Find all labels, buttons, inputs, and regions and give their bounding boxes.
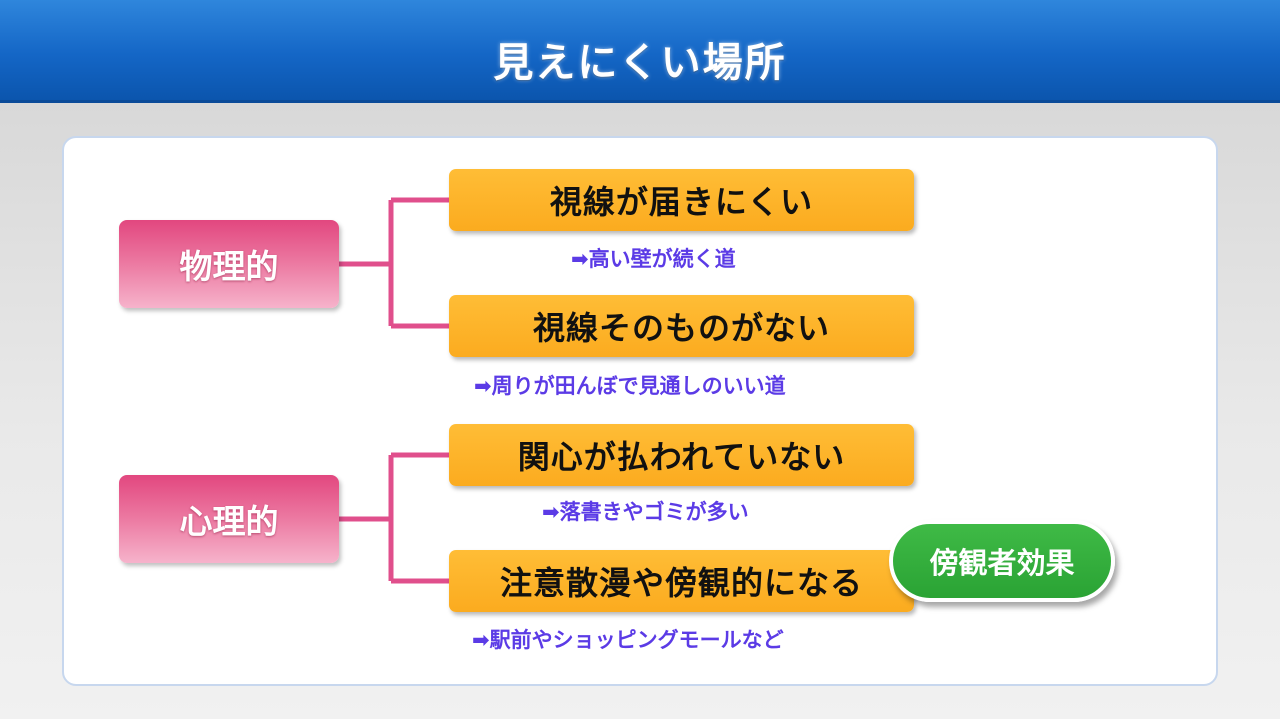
page-title: 見えにくい場所 — [493, 40, 787, 86]
example-graffiti-litter: ➡落書きやゴミが多い — [542, 500, 749, 524]
category-physical: 物理的 — [119, 220, 339, 308]
example-station-mall: ➡駅前やショッピングモールなど — [472, 628, 784, 652]
item-no-attention: 関心が払われていない — [449, 424, 914, 486]
item-distracted-bystander: 注意散漫や傍観的になる — [449, 550, 914, 612]
bystander-effect-badge: 傍観者効果 — [889, 520, 1115, 602]
example-rice-field-road: ➡周りが田んぼで見通しのいい道 — [474, 374, 786, 398]
item-line-of-sight-blocked: 視線が届きにくい — [449, 169, 914, 231]
example-high-wall-road: ➡高い壁が続く道 — [571, 247, 736, 271]
category-psychological: 心理的 — [119, 475, 339, 563]
title-bar: 見えにくい場所 — [0, 0, 1280, 103]
item-no-line-of-sight: 視線そのものがない — [449, 295, 914, 357]
